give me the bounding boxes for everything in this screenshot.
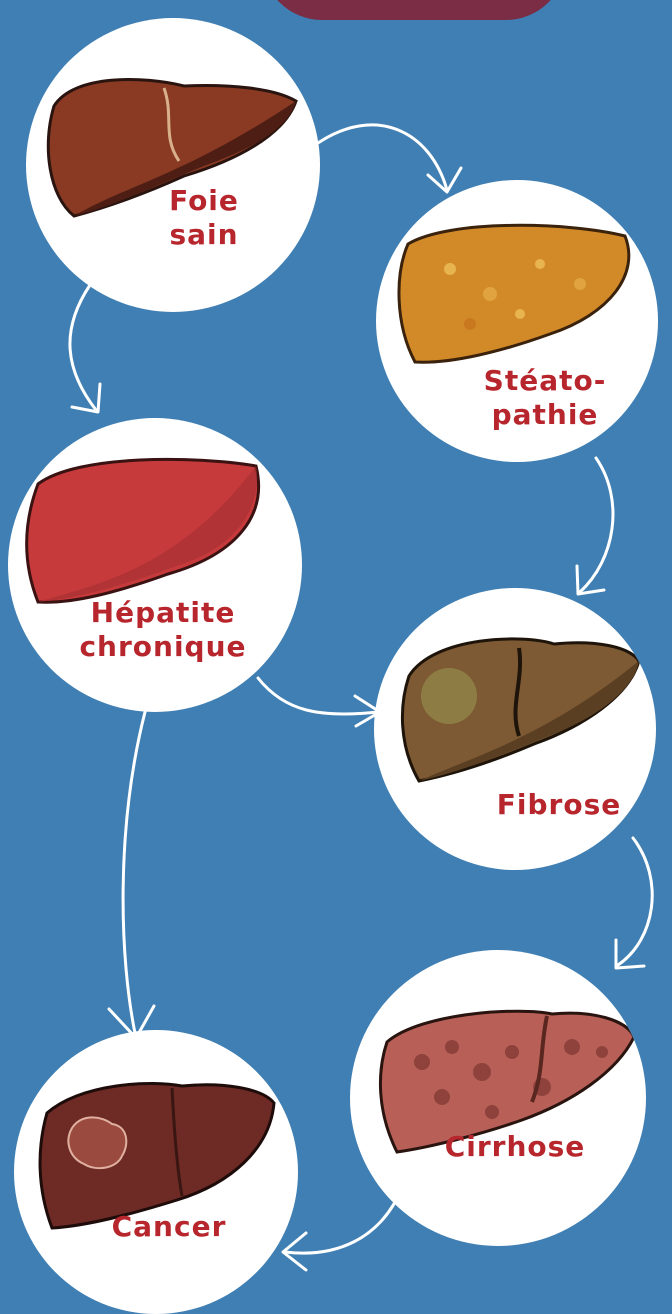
stage-cancer: Cancer	[14, 1030, 298, 1314]
label-cirrhosis-text: Cirrhose	[420, 1130, 610, 1164]
stage-healthy-liver: Foie sain	[26, 18, 320, 312]
label-steatosis: Stéato- pathie	[460, 364, 630, 432]
arrow-healthy-to-hepatitis	[70, 285, 96, 410]
tumor-icon	[68, 1117, 126, 1168]
label-hepatitis-line2: chronique	[58, 630, 268, 664]
label-hepatitis-line1: Hépatite	[58, 596, 268, 630]
label-fibrosis-text: Fibrose	[474, 788, 644, 822]
label-steatosis-line1: Stéato-	[460, 364, 630, 398]
hepatitis-liver-icon	[18, 444, 278, 614]
arrow-healthy-to-steatosis	[318, 125, 447, 190]
stage-steatosis: Stéato- pathie	[376, 180, 658, 462]
label-cancer-text: Cancer	[84, 1210, 254, 1244]
label-hepatitis: Hépatite chronique	[58, 596, 268, 664]
fibrosis-liver-icon	[394, 626, 644, 786]
label-healthy-line2: sain	[144, 218, 264, 252]
label-cancer: Cancer	[84, 1210, 254, 1244]
label-steatosis-line2: pathie	[460, 398, 630, 432]
arrow-cirrhosis-to-cancer	[285, 1188, 402, 1253]
stage-cirrhosis: Cirrhose	[350, 950, 646, 1246]
label-fibrosis: Fibrose	[474, 788, 644, 822]
stage-chronic-hepatitis: Hépatite chronique	[8, 418, 302, 712]
arrow-hepatitis-to-fibrosis	[258, 678, 378, 714]
label-cirrhosis: Cirrhose	[420, 1130, 610, 1164]
label-healthy-line1: Foie	[144, 184, 264, 218]
arrow-fibrosis-to-cirrhosis	[618, 838, 652, 965]
stage-fibrosis: Fibrose	[374, 588, 656, 870]
arrow-hepatitis-to-cancer	[123, 712, 145, 1033]
steatosis-liver-icon	[390, 214, 648, 374]
label-healthy: Foie sain	[144, 184, 264, 252]
arrow-steatosis-to-fibrosis	[580, 458, 613, 592]
